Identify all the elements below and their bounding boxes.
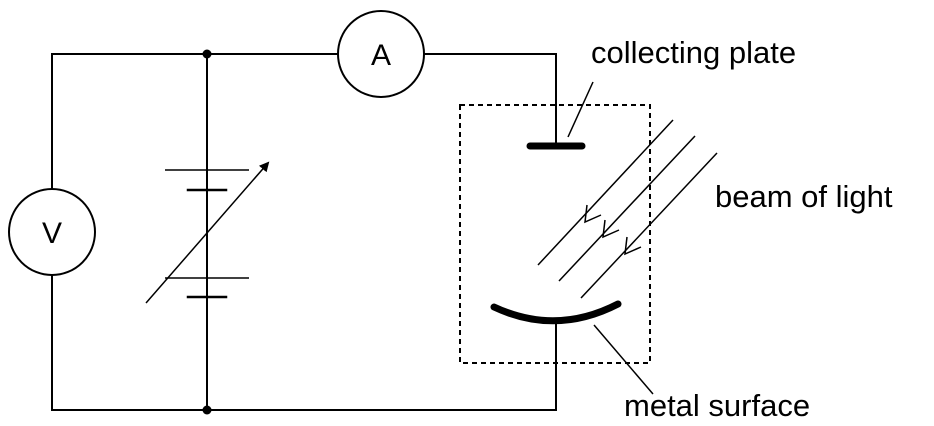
junction-dot-bottom (202, 405, 212, 415)
light-ray-1 (537, 119, 674, 266)
collecting-plate-leader (567, 81, 594, 138)
ammeter-circle (337, 10, 425, 98)
light-ray-3-arrow-icon (624, 236, 642, 256)
light-beam (537, 119, 718, 299)
metal-surface-label: metal surface (624, 388, 810, 423)
light-ray-3 (580, 152, 718, 299)
circuit-wires (51, 53, 557, 411)
light-ray-2 (558, 135, 696, 282)
collecting-plate-label: collecting plate (591, 35, 796, 70)
voltmeter-symbol: V (42, 217, 62, 250)
voltmeter: V (8, 188, 96, 276)
light-ray-2-arrow-icon (602, 219, 620, 239)
arrow-icon (145, 161, 270, 304)
metal-surface-leader (593, 324, 654, 395)
light-ray-1-arrow-icon (584, 204, 602, 224)
variable-cell-icon (145, 161, 270, 304)
beam-of-light-label: beam of light (715, 179, 893, 214)
ammeter: A (337, 10, 425, 98)
ammeter-symbol: A (371, 39, 391, 72)
vacuum-enclosure (459, 104, 651, 364)
junction-dot-top (202, 49, 212, 59)
metal-surface (490, 300, 622, 325)
voltmeter-circle (8, 188, 96, 276)
